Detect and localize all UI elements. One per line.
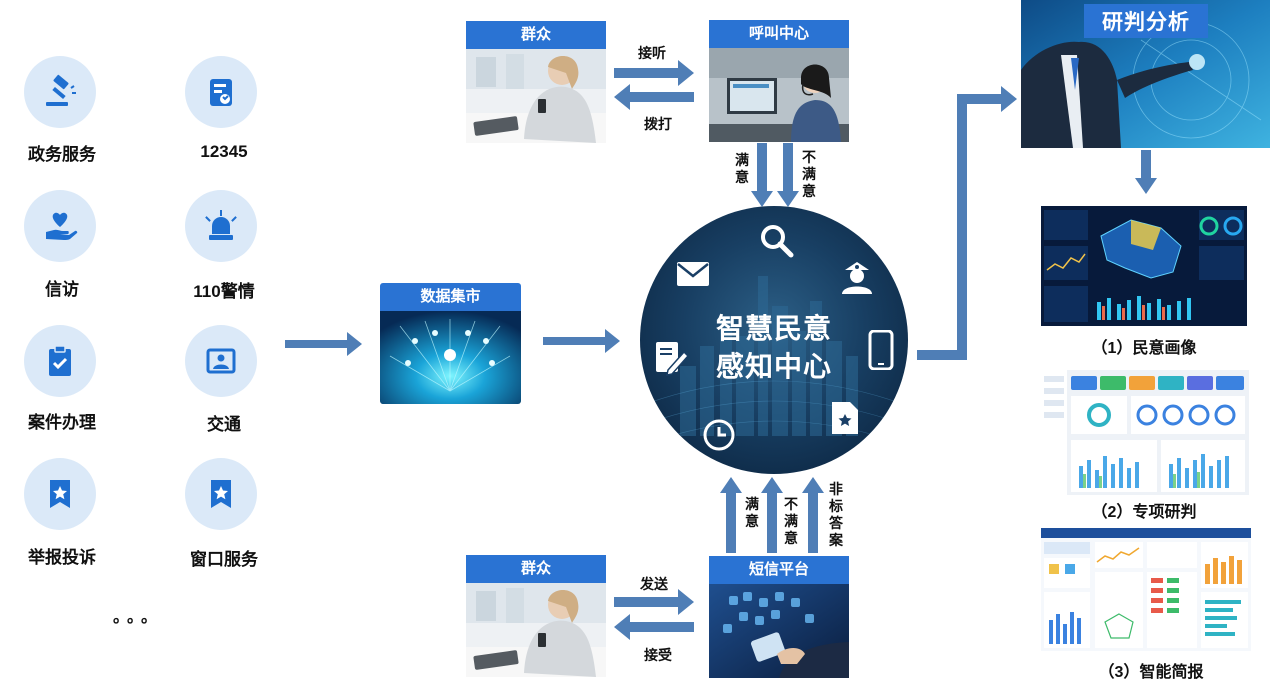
source-label-5: 交通 bbox=[207, 415, 241, 434]
output-label-portrait: （1）民意画像 bbox=[1091, 340, 1197, 357]
sms-platform-image bbox=[709, 584, 849, 678]
analysis-card: 研判分析 bbox=[1021, 0, 1270, 148]
traffic-camera-icon bbox=[185, 325, 257, 397]
public-opinion-portrait-image bbox=[1041, 206, 1247, 326]
arrow-top-unsatisfied bbox=[777, 143, 799, 207]
arrow-dial bbox=[614, 84, 694, 110]
source-label-6: 举报投诉 bbox=[28, 548, 96, 567]
top-public-title: 群众 bbox=[466, 21, 606, 49]
center-title: 智慧民意 感知中心 bbox=[640, 310, 908, 386]
bottom-public-card: 群众 bbox=[466, 555, 606, 677]
center-title-line2: 感知中心 bbox=[715, 351, 832, 382]
search-icon bbox=[761, 225, 794, 258]
arrow-top-satisfied bbox=[751, 143, 773, 207]
data-mart-title: 数据集市 bbox=[380, 283, 521, 311]
analysis-image bbox=[1021, 0, 1270, 148]
sms-platform-card: 短信平台 bbox=[709, 556, 849, 678]
arrow-bottom-satisfied bbox=[720, 477, 742, 553]
data-mart-card: 数据集市 bbox=[380, 283, 521, 404]
arrow-sources-to-mart bbox=[285, 332, 362, 356]
output-label-special: （2）专项研判 bbox=[1091, 504, 1197, 521]
output-label-report: （3）智能简报 bbox=[1098, 664, 1204, 681]
bookmark-star-icon bbox=[185, 458, 257, 530]
source-label-0: 政务服务 bbox=[28, 145, 96, 164]
analysis-title: 研判分析 bbox=[1084, 4, 1208, 38]
special-analysis-image bbox=[1041, 370, 1249, 495]
perception-center-disk: 智慧民意 感知中心 bbox=[640, 206, 908, 474]
label-bottom-satisfied: 满意 bbox=[745, 496, 759, 529]
arrow-bottom-unsatisfied bbox=[761, 477, 783, 553]
person-phone-image bbox=[466, 583, 606, 677]
source-label-4: 案件办理 bbox=[28, 413, 96, 432]
arrow-mart-to-center bbox=[543, 329, 620, 353]
edit-document-icon bbox=[656, 342, 688, 376]
bottom-public-title: 群众 bbox=[466, 555, 606, 583]
arrow-receive bbox=[614, 614, 694, 640]
sms-platform-title: 短信平台 bbox=[709, 556, 849, 584]
source-label-7: 窗口服务 bbox=[190, 550, 258, 569]
hotline-icon bbox=[185, 56, 257, 128]
arrow-analysis-to-outputs bbox=[1135, 150, 1157, 194]
person-phone-image bbox=[466, 49, 606, 143]
arrow-answer bbox=[614, 60, 694, 86]
mail-icon bbox=[677, 262, 709, 286]
clipboard-check-icon bbox=[24, 325, 96, 397]
bookmark-star-icon bbox=[24, 458, 96, 530]
mobile-phone-icon bbox=[868, 330, 894, 370]
source-label-3: 110警情 bbox=[193, 282, 255, 301]
label-top-satisfied: 满意 bbox=[735, 152, 749, 185]
heart-hand-icon bbox=[24, 190, 96, 262]
label-dial: 拨打 bbox=[644, 116, 672, 132]
siren-icon bbox=[185, 190, 257, 262]
arrow-bottom-nonstandard bbox=[802, 477, 824, 553]
label-send: 发送 bbox=[640, 576, 668, 592]
source-label-2: 信访 bbox=[45, 280, 79, 299]
data-mart-image bbox=[380, 311, 521, 404]
arrow-center-to-analysis bbox=[917, 86, 1017, 360]
smart-report-image bbox=[1041, 528, 1251, 651]
call-center-image bbox=[709, 48, 849, 142]
clock-icon bbox=[703, 419, 735, 451]
gavel-icon bbox=[24, 56, 96, 128]
label-bottom-unsatisfied: 不满意 bbox=[784, 496, 798, 546]
call-center-card: 呼叫中心 bbox=[709, 20, 849, 142]
arrow-send bbox=[614, 589, 694, 615]
call-center-title: 呼叫中心 bbox=[709, 20, 849, 48]
top-public-card: 群众 bbox=[466, 21, 606, 143]
starred-document-icon bbox=[832, 402, 858, 434]
label-receive: 接受 bbox=[644, 647, 672, 663]
label-top-unsatisfied: 不满意 bbox=[802, 149, 816, 199]
center-title-line1: 智慧民意 bbox=[715, 313, 832, 344]
label-answer: 接听 bbox=[638, 45, 666, 61]
more-dots: 。。。 bbox=[113, 609, 164, 626]
label-bottom-nonstandard: 非标答案 bbox=[829, 481, 843, 548]
police-officer-icon bbox=[842, 262, 872, 294]
source-label-1: 12345 bbox=[200, 142, 248, 161]
